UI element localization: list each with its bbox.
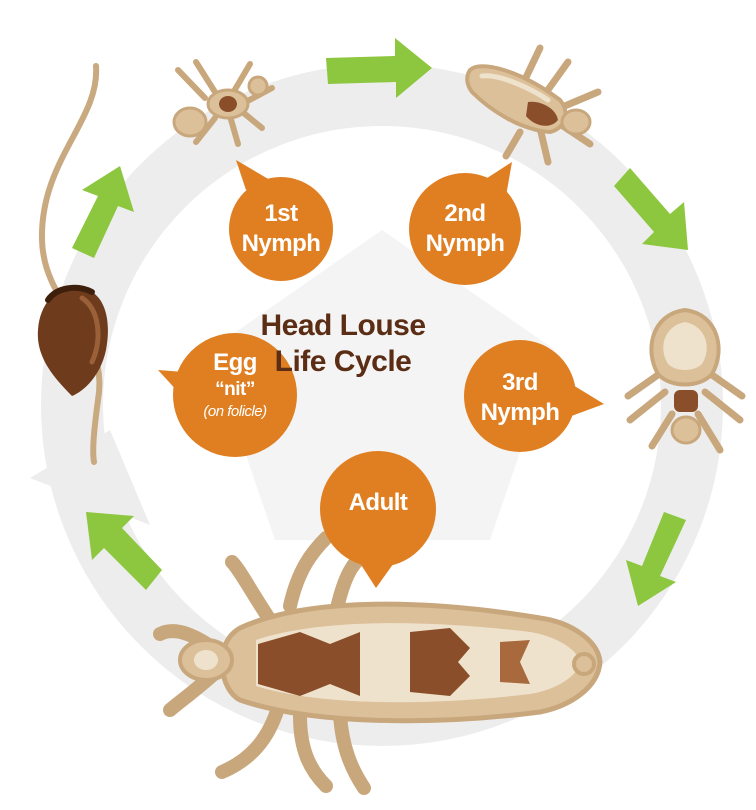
third-nymph-icon (624, 307, 746, 454)
first-nymph-line-1: 1st (264, 200, 298, 227)
arrow-icon (86, 512, 162, 590)
egg-line-1: Egg (213, 349, 257, 376)
second-nymph-icon (465, 44, 602, 166)
stage-bubbles (158, 160, 604, 588)
diagram-title: Head Louse Life Cycle (228, 308, 458, 380)
second-nymph-line-2: Nymph (425, 230, 505, 257)
adult-louse-icon (153, 531, 603, 795)
adult-label: Adult (328, 488, 428, 518)
third-nymph-bubble (464, 340, 604, 452)
ring-arrowhead (30, 430, 150, 525)
arrow-icon (626, 512, 686, 606)
adult-line-1: Adult (348, 489, 408, 516)
arrow-icon (326, 38, 432, 98)
third-nymph-label: 3rd Nymph (470, 368, 570, 428)
egg-label: Egg “nit” (on folicle) (175, 348, 295, 422)
egg-bubble (158, 333, 297, 457)
second-nymph-label: 2nd Nymph (415, 199, 515, 259)
egg-line-3: (on folicle) (203, 403, 267, 420)
first-nymph-label: 1st Nymph (231, 199, 331, 259)
first-nymph-bubble (229, 160, 333, 281)
cycle-arrows (72, 38, 688, 606)
arrow-icon (614, 168, 688, 250)
adult-bubble (320, 451, 436, 588)
egg-nit-icon (37, 284, 108, 396)
egg-line-2: “nit” (215, 379, 255, 400)
title-line-1: Head Louse (260, 309, 426, 342)
arrow-icon (72, 166, 134, 258)
third-nymph-line-1: 3rd (502, 369, 538, 396)
first-nymph-icon (172, 59, 275, 147)
second-nymph-bubble (409, 162, 521, 285)
first-nymph-line-2: Nymph (241, 230, 321, 257)
center-pentagon (210, 230, 555, 540)
title-line-2: Life Cycle (274, 345, 412, 378)
third-nymph-line-2: Nymph (480, 399, 560, 426)
hair-strand (38, 63, 103, 465)
second-nymph-line-1: 2nd (444, 200, 486, 227)
